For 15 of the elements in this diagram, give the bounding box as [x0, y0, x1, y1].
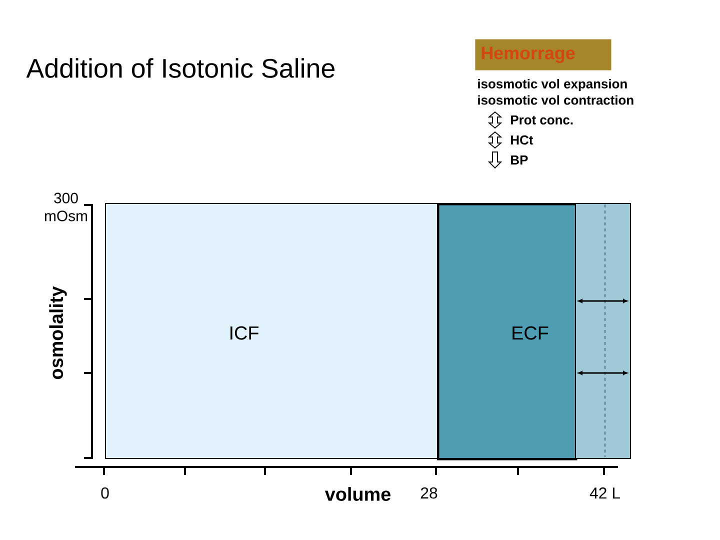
compartment-box: ECF [437, 203, 578, 460]
axis-title: osmolality [49, 286, 67, 380]
compartment-box: ICF [105, 203, 438, 459]
tick-label: 42 L [590, 487, 620, 499]
tick-label: 0 [101, 487, 109, 499]
title: Addition of Isotonic Saline [26, 58, 334, 78]
heading-text: isosmotic vol contraction [478, 95, 634, 105]
list-item: HCt [511, 135, 534, 145]
list-item: Prot conc. [511, 115, 573, 124]
tick-label: 28 [420, 487, 438, 499]
expansion-box [575, 203, 631, 459]
heading-box: Hemorrage [475, 39, 612, 70]
axis-title: volume [324, 487, 390, 501]
list-item: BP [511, 156, 528, 164]
tick-label: 300 mOsm [45, 192, 87, 222]
